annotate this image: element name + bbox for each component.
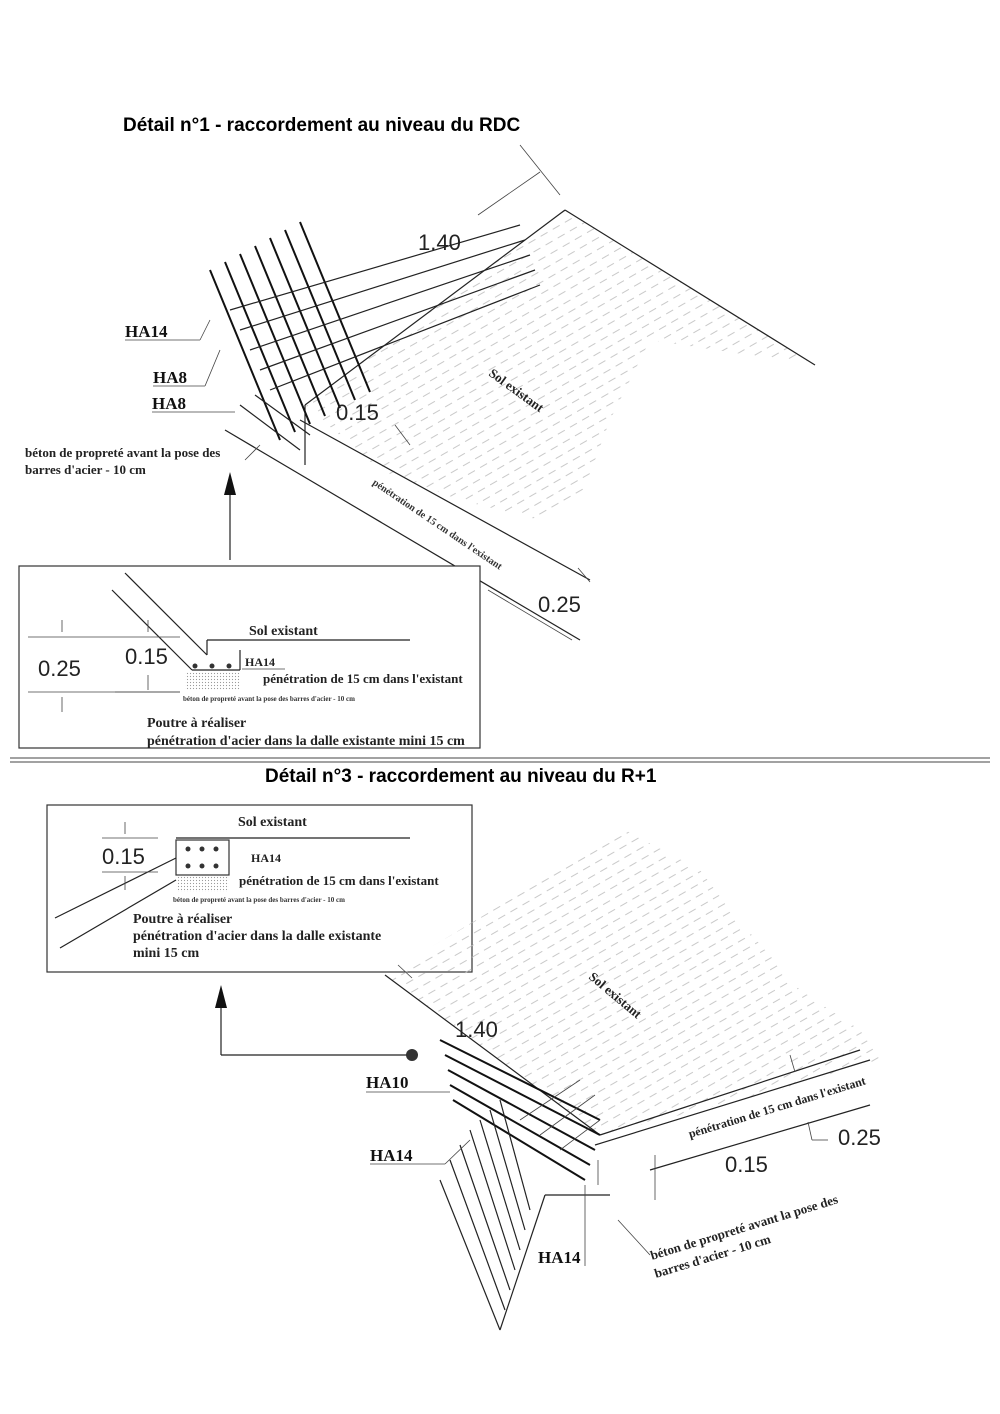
detail3-rebar-cage: [439, 1039, 656, 1331]
svg-text:béton de propreté avant la pos: béton de propreté avant la pose des: [25, 445, 220, 460]
svg-text:pénétration de 15 cm dans l'ex: pénétration de 15 cm dans l'existant: [263, 671, 463, 686]
label-ha14: HA14: [538, 1248, 581, 1267]
svg-text:1.40: 1.40: [418, 230, 461, 255]
detail1-rebar-cage: [209, 221, 541, 451]
detail3-dim-025: 0.25: [838, 1125, 881, 1150]
detail3-inset: 0.15 Sol existant HA14 pénétration de 15…: [46, 804, 473, 973]
detail1-dim-length: 1.40: [418, 144, 561, 255]
detail3-existing-slab: [384, 830, 880, 1171]
svg-text:Poutre à réaliser: Poutre à réaliser: [147, 716, 246, 731]
svg-text:pénétration d'acier dans la da: pénétration d'acier dans la dalle exista…: [147, 734, 465, 749]
svg-text:pénétration de 15 cm dans l'ex: pénétration de 15 cm dans l'existant: [239, 873, 439, 888]
label-ha14: HA14: [370, 1146, 413, 1165]
label-ha8: HA8: [152, 394, 186, 413]
svg-text:Poutre à réaliser: Poutre à réaliser: [133, 912, 232, 927]
label-ha14: HA14: [125, 322, 168, 341]
label-ha10: HA10: [366, 1073, 409, 1092]
detail1-dim-015: 0.15: [336, 400, 411, 446]
detail1-title: Détail n°1 - raccordement au niveau du R…: [123, 115, 520, 136]
svg-text:Sol existant: Sol existant: [238, 815, 307, 830]
detail3-leader-arrow: [215, 985, 418, 1061]
svg-text:0.15: 0.15: [336, 400, 379, 425]
label-ha8: HA8: [153, 368, 187, 387]
svg-text:béton de propreté avant la pos: béton de propreté avant la pose des barr…: [173, 896, 345, 904]
svg-text:0.25: 0.25: [38, 656, 81, 681]
svg-text:HA14: HA14: [251, 851, 281, 865]
detail1-existing-slab: [224, 209, 816, 641]
svg-text:béton de propreté avant la pos: béton de propreté avant la pose des barr…: [183, 695, 355, 703]
detail1-dim-025: 0.25: [487, 567, 591, 641]
detail3-dim-length: 1.40: [455, 1017, 498, 1042]
svg-text:barres d'acier - 10 cm: barres d'acier - 10 cm: [25, 462, 146, 477]
detail3-title: Détail n°3 - raccordement au niveau du R…: [265, 766, 657, 787]
detail1-inset: 0.25 0.15 Sol existant HA14 pénétration …: [18, 565, 481, 749]
svg-text:HA14: HA14: [245, 655, 275, 669]
detail3-dim-015: 0.15: [725, 1152, 768, 1177]
svg-text:pénétration d'acier dans la da: pénétration d'acier dans la dalle exista…: [133, 929, 381, 944]
svg-text:0.15: 0.15: [125, 644, 168, 669]
svg-text:0.15: 0.15: [102, 844, 145, 869]
svg-text:Sol existant: Sol existant: [249, 624, 318, 639]
svg-text:0.25: 0.25: [538, 592, 581, 617]
svg-text:mini 15 cm: mini 15 cm: [133, 946, 199, 961]
detail1-leader-arrow: [224, 472, 236, 560]
